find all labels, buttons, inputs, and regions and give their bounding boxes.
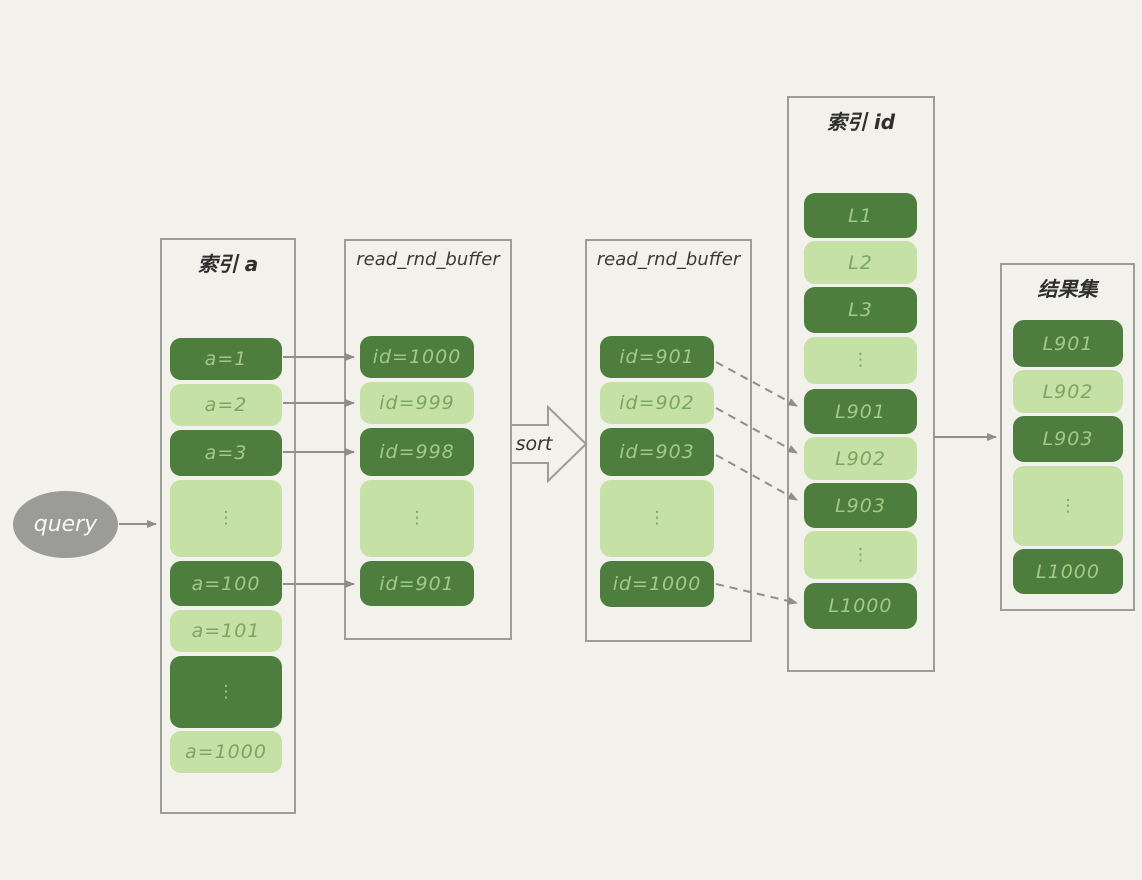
frame-read-rnd-buffer-2-title: read_rnd_buffer xyxy=(596,249,741,270)
cell: L901 xyxy=(1013,320,1123,367)
frame-index-a: 索引 a xyxy=(160,238,296,814)
cell: id=999 xyxy=(360,382,474,424)
cell: a=1 xyxy=(170,338,282,380)
cell: id=998 xyxy=(360,428,474,476)
cell: ⋮ xyxy=(804,531,917,579)
cell: L901 xyxy=(804,389,917,434)
frame-result-set-title: 结果集 xyxy=(1037,277,1098,301)
cell: id=901 xyxy=(600,336,714,378)
frame-index-a-title: 索引 a xyxy=(197,252,259,276)
frame-result-set: 结果集 xyxy=(1000,263,1135,611)
cell: L3 xyxy=(804,287,917,333)
cell: L903 xyxy=(1013,416,1123,462)
cell: ⋮ xyxy=(360,480,474,557)
frame-read-rnd-buffer-1-title: read_rnd_buffer xyxy=(356,249,500,270)
cell: L2 xyxy=(804,241,917,284)
cell: L902 xyxy=(1013,370,1123,413)
query-node: query xyxy=(13,491,118,558)
cell: id=902 xyxy=(600,382,714,424)
cell: ⋮ xyxy=(1013,466,1123,546)
cell: id=901 xyxy=(360,561,474,606)
cell: ⋮ xyxy=(804,337,917,384)
cell: L1 xyxy=(804,193,917,238)
cell: a=3 xyxy=(170,430,282,476)
cell: ⋮ xyxy=(170,480,282,557)
cell: L1000 xyxy=(1013,549,1123,594)
cell: id=903 xyxy=(600,428,714,476)
cell: a=1000 xyxy=(170,731,282,773)
sort-label: sort xyxy=(515,433,553,455)
cell: id=1000 xyxy=(600,561,714,607)
cell: L1000 xyxy=(804,583,917,629)
cell: a=2 xyxy=(170,384,282,426)
cell: L902 xyxy=(804,437,917,480)
cell: ⋮ xyxy=(170,656,282,728)
cell: L903 xyxy=(804,483,917,528)
cell: id=1000 xyxy=(360,336,474,378)
cell: a=100 xyxy=(170,561,282,606)
frame-index-id-title: 索引 id xyxy=(826,110,896,134)
cell: ⋮ xyxy=(600,480,714,557)
cell: a=101 xyxy=(170,610,282,652)
